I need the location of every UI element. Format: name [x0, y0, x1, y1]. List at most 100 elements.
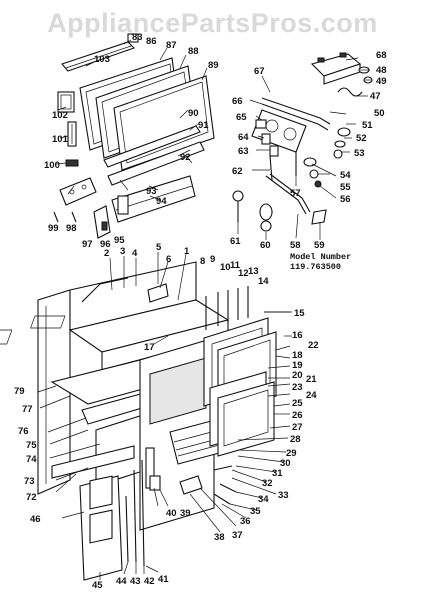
part-label-17: 17 [144, 342, 155, 353]
part-label-100: 100 [44, 160, 60, 171]
part-label-30: 30 [280, 458, 291, 469]
part-label-87: 87 [166, 40, 177, 51]
part-label-50: 50 [374, 108, 385, 119]
part-label-75: 75 [26, 440, 37, 451]
part-label-25: 25 [292, 398, 303, 409]
part-label-6: 6 [166, 254, 171, 265]
part-label-13: 13 [248, 266, 259, 277]
part-label-26: 26 [292, 410, 303, 421]
part-label-97: 97 [82, 239, 93, 250]
part-label-42: 42 [144, 576, 155, 587]
part-label-76: 76 [18, 426, 29, 437]
part-label-66: 66 [232, 96, 243, 107]
part-label-18: 18 [292, 350, 303, 361]
part-label-101: 101 [52, 134, 69, 145]
part-label-49: 49 [376, 76, 387, 87]
part-label-1: 1 [184, 246, 190, 257]
part-label-4: 4 [132, 248, 138, 259]
part-label-31: 31 [272, 468, 283, 479]
part-label-24: 24 [306, 390, 317, 401]
part-label-77: 77 [22, 404, 33, 415]
part-label-56: 56 [340, 194, 351, 205]
part-label-86: 86 [146, 36, 157, 47]
part-label-102: 102 [52, 110, 68, 121]
part-label-8: 8 [200, 256, 205, 267]
part-label-45: 45 [92, 580, 103, 591]
part-label-88: 88 [188, 46, 199, 57]
part-label-48: 48 [376, 65, 387, 76]
part-label-99: 99 [48, 223, 59, 234]
part-label-47: 47 [370, 91, 381, 102]
part-label-28: 28 [290, 434, 301, 445]
part-label-68: 68 [376, 50, 387, 61]
part-label-36: 36 [240, 516, 251, 527]
part-label-103: 103 [94, 54, 110, 65]
model-number-label: Model Number [290, 252, 352, 262]
part-label-19: 19 [292, 360, 303, 371]
part-label-98: 98 [66, 223, 77, 234]
part-label-20: 20 [292, 370, 303, 381]
part-label-96: 96 [100, 239, 111, 250]
part-label-92: 92 [180, 152, 191, 163]
part-label-16: 16 [292, 330, 303, 341]
part-label-54: 54 [340, 170, 351, 181]
part-label-74: 74 [26, 454, 37, 465]
part-label-83: 83 [132, 32, 143, 43]
part-label-61: 61 [230, 236, 241, 247]
part-label-51: 51 [362, 120, 373, 131]
part-label-39: 39 [180, 508, 191, 519]
part-label-38: 38 [214, 532, 225, 543]
part-labels: 83 86 87 88 89 103 90 91 92 93 94 102 10… [14, 32, 387, 591]
part-label-21: 21 [306, 374, 317, 385]
part-label-2: 2 [104, 248, 109, 259]
part-label-14: 14 [258, 276, 269, 287]
part-label-53: 53 [354, 148, 365, 159]
watermark: AppliancePartsPros.com [47, 8, 378, 38]
leader-lines [37, 39, 372, 580]
part-label-72: 72 [26, 492, 37, 503]
part-label-34: 34 [258, 494, 269, 505]
part-label-43: 43 [130, 576, 141, 587]
part-label-63: 63 [238, 146, 249, 157]
model-number-value: 119.763500 [290, 262, 342, 272]
part-label-79: 79 [14, 386, 25, 397]
part-label-15: 15 [294, 308, 305, 319]
part-label-5: 5 [156, 242, 162, 253]
model-number-note: Model Number 119.763500 [290, 252, 351, 272]
part-label-89: 89 [208, 60, 219, 71]
part-label-37: 37 [232, 530, 243, 541]
part-label-93: 93 [146, 186, 157, 197]
burner-valve-group [232, 52, 373, 232]
part-label-44: 44 [116, 576, 127, 587]
part-label-41: 41 [158, 574, 169, 585]
part-label-11: 11 [230, 260, 241, 271]
part-label-58: 58 [290, 240, 301, 251]
part-label-22: 22 [308, 340, 319, 351]
part-label-9: 9 [210, 254, 215, 265]
part-label-33: 33 [278, 490, 289, 501]
part-label-35: 35 [250, 506, 261, 517]
part-label-52: 52 [356, 133, 367, 144]
part-label-67: 67 [254, 66, 265, 77]
part-label-40: 40 [166, 508, 177, 519]
part-label-59: 59 [314, 240, 325, 251]
part-label-55: 55 [340, 182, 351, 193]
part-label-32: 32 [262, 478, 273, 489]
part-label-95: 95 [114, 235, 125, 246]
part-label-90: 90 [188, 108, 199, 119]
part-label-57: 57 [290, 188, 301, 199]
part-label-46: 46 [30, 514, 41, 525]
part-label-65: 65 [236, 112, 247, 123]
door-assembly-group [53, 33, 215, 239]
part-label-62: 62 [232, 166, 243, 177]
part-label-23: 23 [292, 382, 303, 393]
part-label-94: 94 [156, 196, 167, 207]
part-label-73: 73 [24, 476, 35, 487]
part-label-29: 29 [286, 448, 297, 459]
part-label-64: 64 [238, 132, 249, 143]
part-label-12: 12 [238, 268, 249, 279]
part-label-91: 91 [198, 120, 209, 131]
part-label-60: 60 [260, 240, 271, 251]
